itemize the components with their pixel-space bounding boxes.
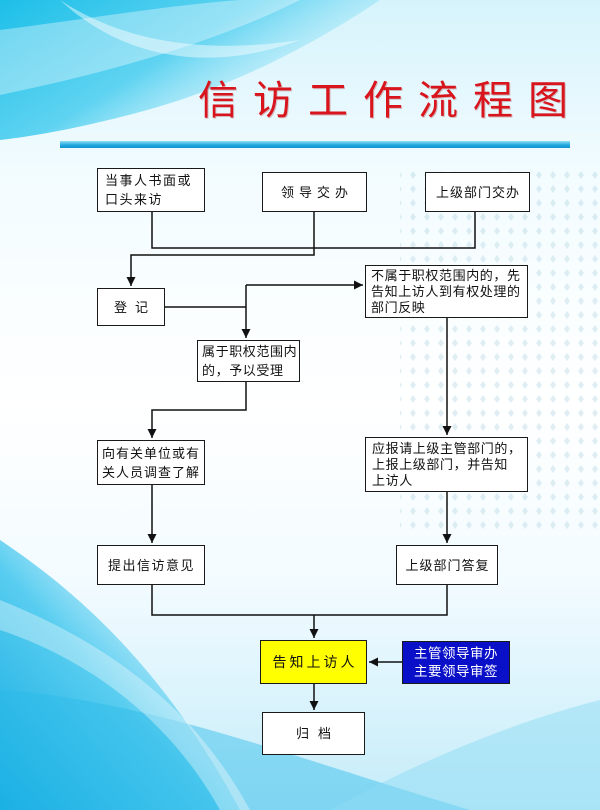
node-label-line: 关人员调查了解 bbox=[102, 464, 201, 480]
node-label-line: 属于职权范围内 bbox=[202, 344, 298, 359]
node-within-jurisdiction: 属于职权范围内 的，予以受理 bbox=[197, 340, 300, 382]
node-archive: 归档 bbox=[262, 712, 365, 755]
node-label-line: 上报上级部门，并告知 bbox=[372, 456, 509, 472]
node-label-line: 主要领导审签 bbox=[414, 663, 498, 679]
node-label-line: 告知上访人到有权处理的 bbox=[371, 283, 521, 299]
page-title: 信访工作流程图 bbox=[198, 78, 583, 123]
node-register: 登记 bbox=[97, 288, 165, 326]
node-outside-jurisdiction: 不属于职权范围内的，先 告知上访人到有权处理的 部门反映 bbox=[365, 265, 528, 318]
node-label: 告知上访人 bbox=[272, 653, 358, 670]
node-superior-reply: 上级部门答复 bbox=[396, 545, 498, 585]
node-label: 归档 bbox=[295, 726, 340, 741]
node-label-line: 不属于职权范围内的，先 bbox=[371, 267, 521, 283]
node-label: 提出信访意见 bbox=[107, 557, 195, 573]
node-leader-review: 主管领导审办 主要领导审签 bbox=[402, 641, 510, 684]
node-propose-opinion: 提出信访意见 bbox=[97, 545, 205, 585]
node-label: 领导交办 bbox=[280, 184, 353, 200]
node-report-superior: 应报请上级主管部门的， 上报上级部门，并告知 上访人 bbox=[365, 437, 528, 492]
node-label-line: 口头来访 bbox=[105, 192, 164, 207]
node-superior-dept-assigned: 上级部门交办 bbox=[425, 172, 530, 212]
node-written-or-oral-visit: 当事人书面或 口头来访 bbox=[97, 168, 205, 212]
node-label: 上级部门交办 bbox=[435, 184, 520, 200]
connector-sources-to-register bbox=[126, 212, 315, 286]
node-label-line: 当事人书面或 bbox=[105, 173, 193, 188]
node-notify-visitor: 告知上访人 bbox=[260, 640, 367, 684]
node-label-line: 应报请上级主管部门的， bbox=[372, 440, 522, 456]
node-investigate: 向有关单位或有 关人员调查了解 bbox=[97, 440, 205, 485]
title-underline-bar bbox=[60, 141, 570, 148]
node-label-line: 部门反映 bbox=[371, 299, 426, 315]
node-label: 上级部门答复 bbox=[405, 557, 490, 573]
node-label-line: 上访人 bbox=[372, 472, 413, 488]
node-label-line: 主管领导审办 bbox=[414, 645, 498, 661]
node-leader-assigned: 领导交办 bbox=[262, 172, 367, 212]
connector-results-join bbox=[151, 585, 448, 616]
node-label-line: 的，予以受理 bbox=[202, 363, 284, 378]
connector-to-investigate bbox=[147, 382, 247, 438]
node-label-line: 向有关单位或有 bbox=[102, 445, 201, 461]
node-label: 登记 bbox=[113, 299, 156, 315]
